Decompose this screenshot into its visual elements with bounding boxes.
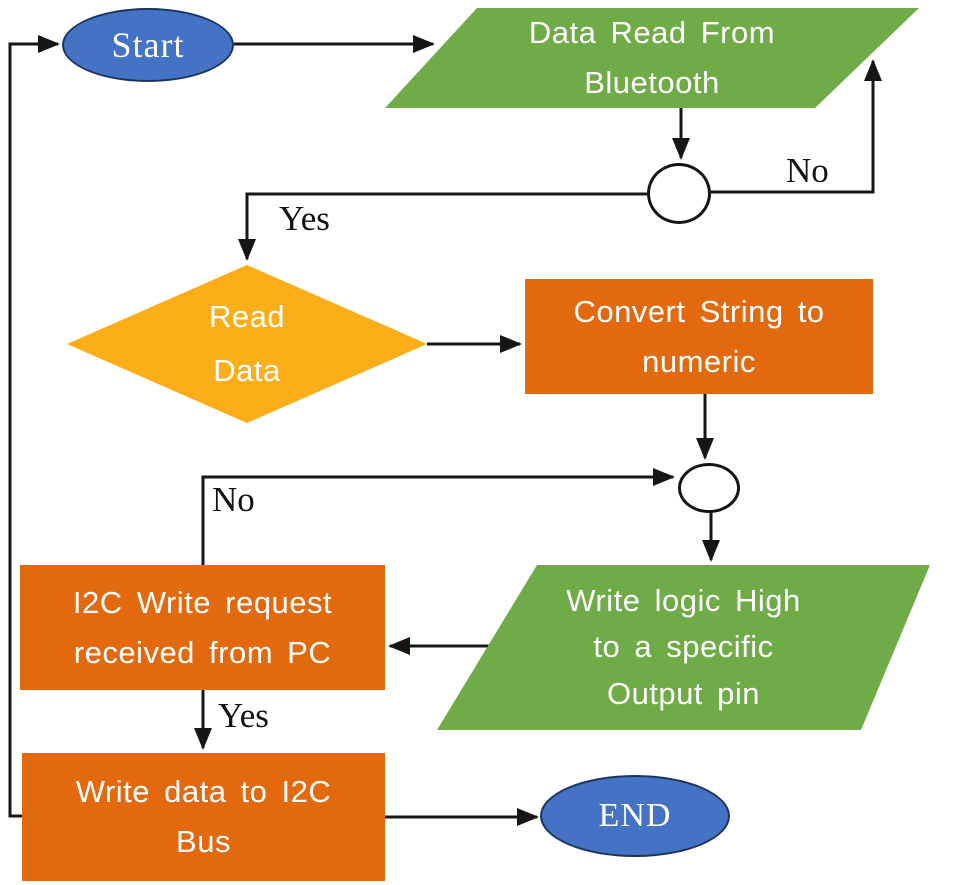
- node-read-data: Read Data: [67, 265, 427, 423]
- node-write-data-label: Write data to I2C Bus: [75, 774, 332, 859]
- node-i2c-write-request: I2C Write request received from PC: [20, 565, 385, 690]
- node-write-logic-high: Write logic High to a specific Output pi…: [437, 565, 930, 730]
- node-convert-label: Convert String to numeric: [573, 293, 825, 379]
- junction-circle-top: [647, 163, 711, 224]
- edge-i2c-no-to-junction-mid: [201, 468, 675, 565]
- node-write-data-to-i2c-bus: Write data to I2C Bus: [22, 753, 385, 881]
- node-write-logic-label: Write logic High to a specific Output pi…: [566, 582, 801, 711]
- edge-label-no-mid: No: [212, 480, 255, 519]
- edge-feedback-writedata-to-start: [8, 35, 60, 818]
- node-start-label: Start: [111, 25, 185, 65]
- node-end: END: [540, 775, 730, 857]
- edge-label-no-top: No: [786, 151, 829, 190]
- node-end-label: END: [598, 797, 672, 834]
- junction-circle-mid: [678, 463, 740, 513]
- edge-label-yes-top: Yes: [279, 199, 330, 238]
- node-data-read-from-bluetooth: Data Read From Bluetooth: [385, 8, 919, 108]
- node-data-read-label: Data Read From Bluetooth: [528, 15, 776, 100]
- node-read-data-label: Read Data: [208, 298, 286, 388]
- edge-label-yes-bottom: Yes: [218, 696, 269, 735]
- node-convert-string-to-numeric: Convert String to numeric: [525, 279, 873, 394]
- node-i2c-label: I2C Write request received from PC: [72, 584, 333, 670]
- node-start: Start: [62, 8, 234, 82]
